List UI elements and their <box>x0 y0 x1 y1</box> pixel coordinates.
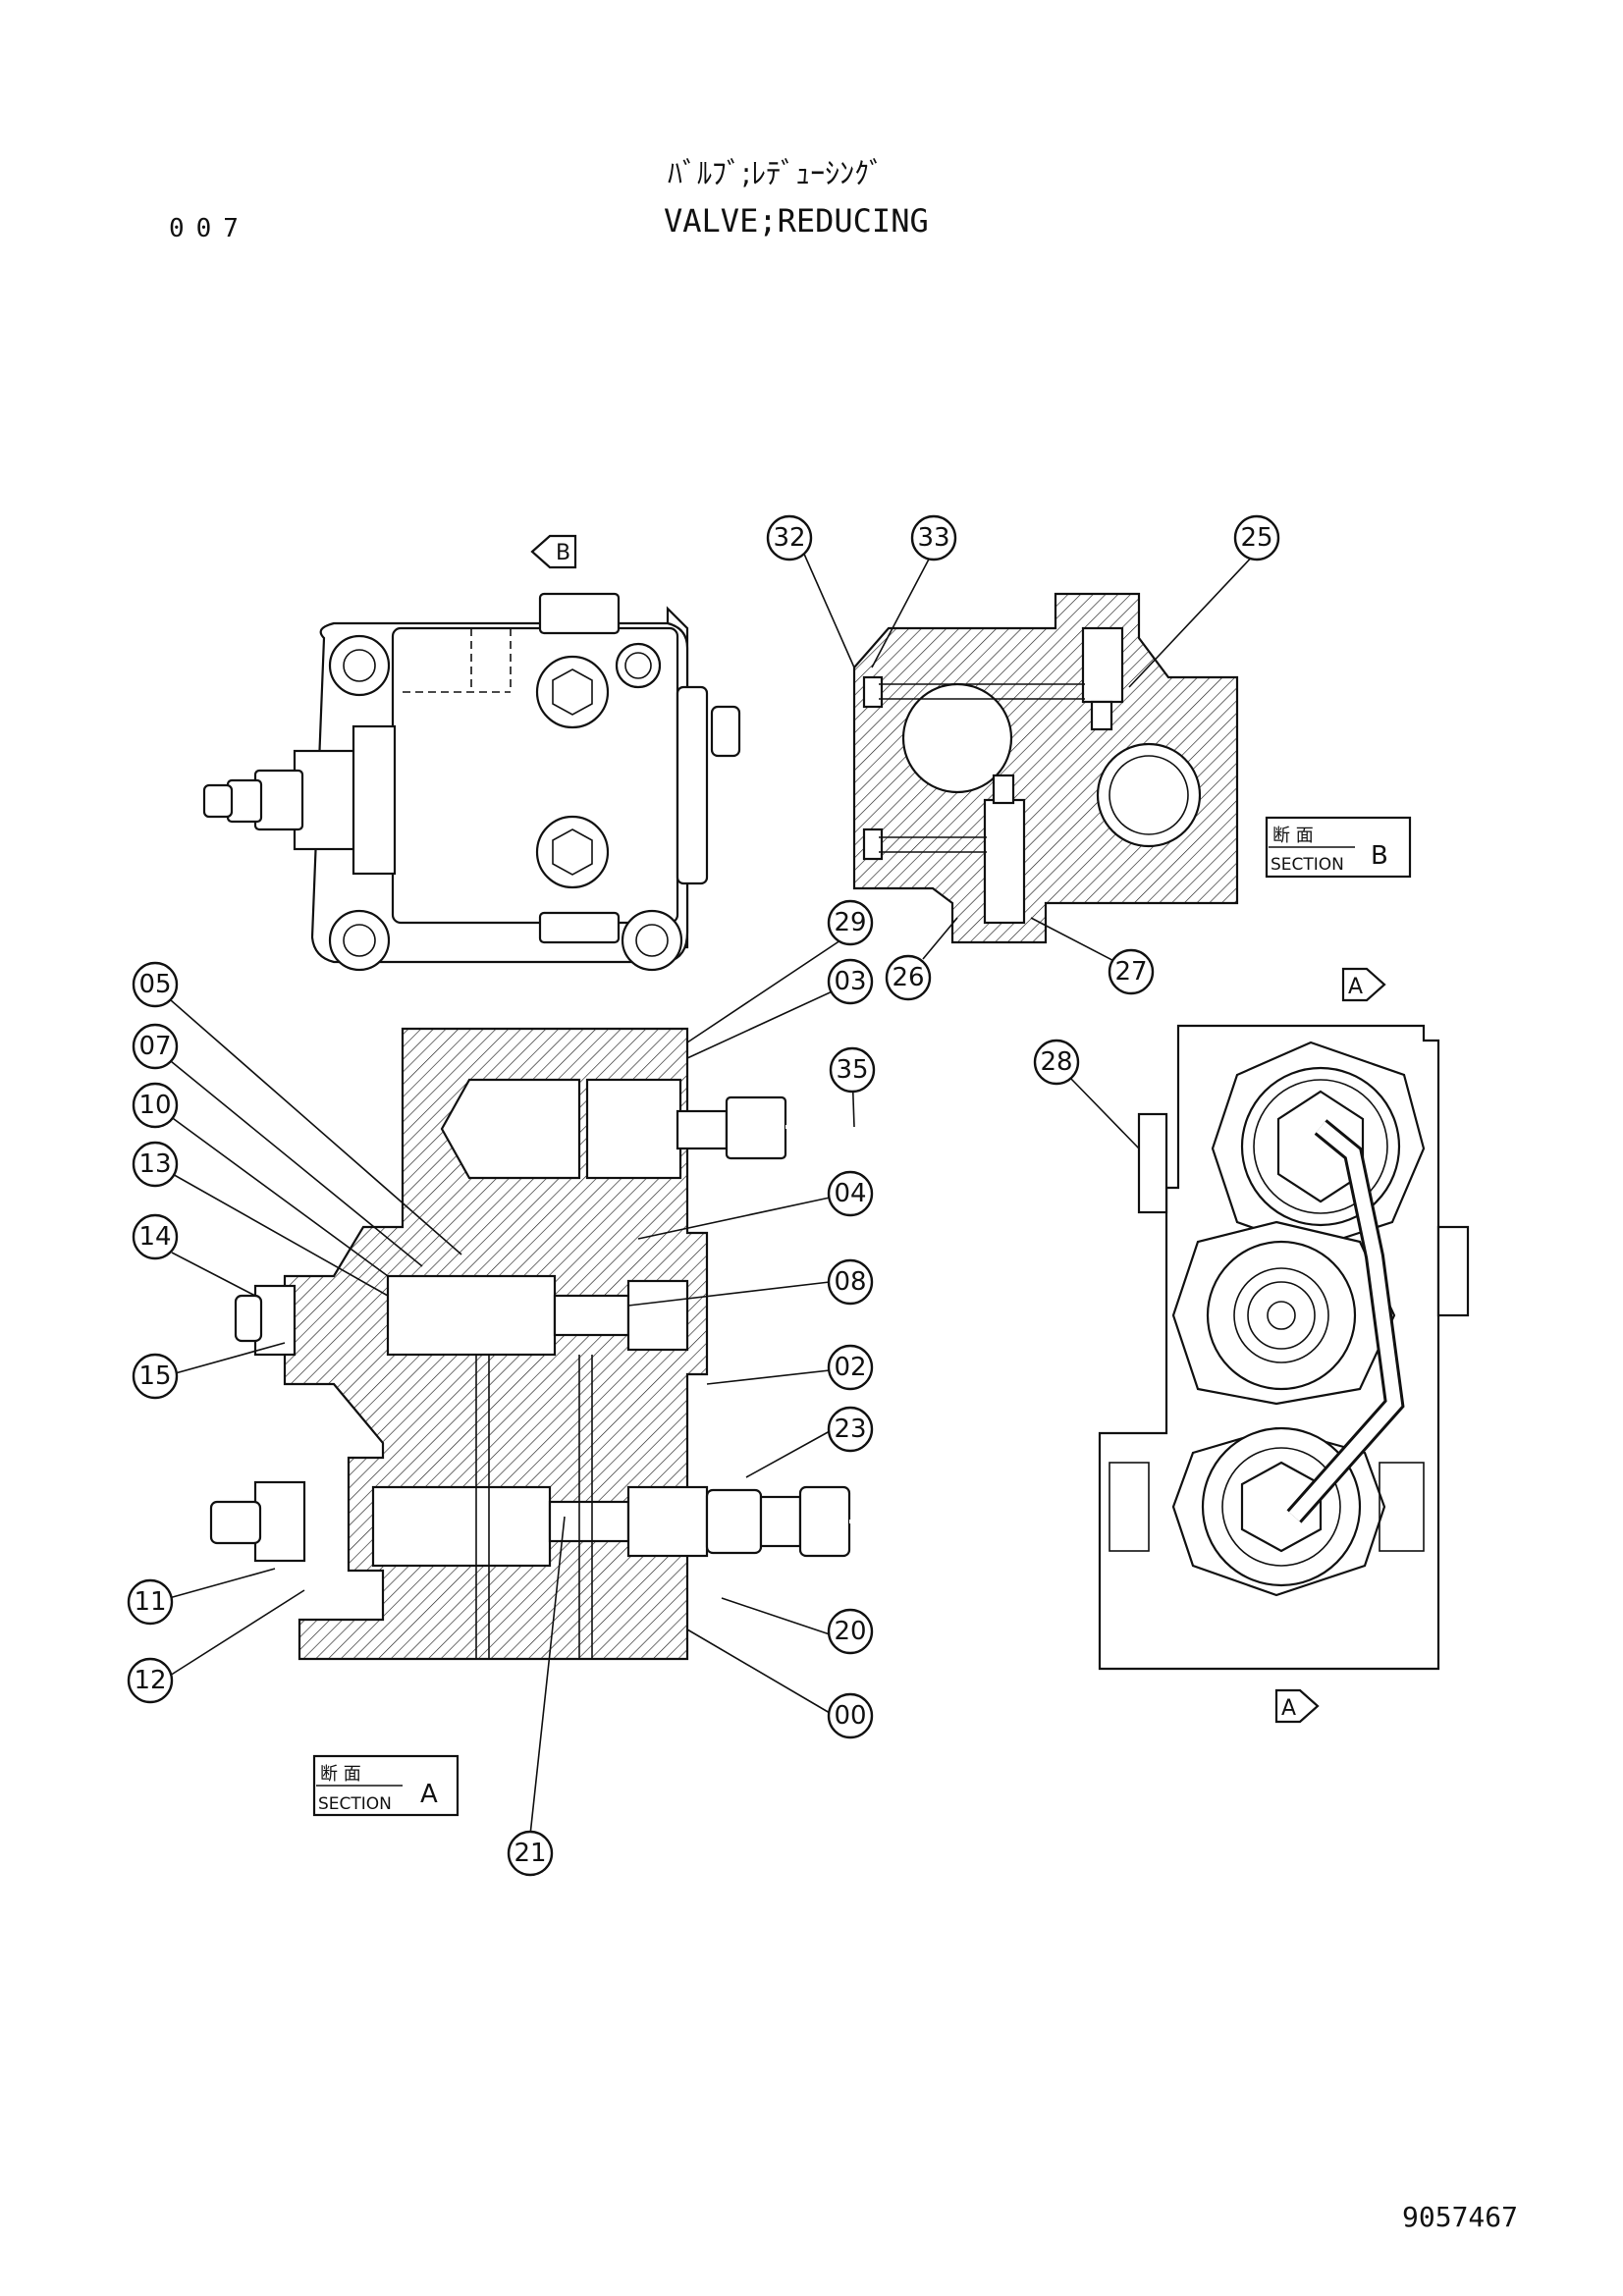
callout-35: 35 <box>829 1046 876 1094</box>
callout-28: 28 <box>1033 1039 1080 1086</box>
callout-05: 05 <box>132 961 179 1008</box>
callout-00: 00 <box>827 1692 874 1739</box>
title-katakana: ﾊﾞﾙﾌﾞ;ﾚﾃﾞｭｰｼﾝｸﾞ <box>668 157 885 191</box>
callout-14: 14 <box>132 1213 179 1260</box>
svg-text:10: 10 <box>138 1091 171 1120</box>
svg-text:00: 00 <box>834 1701 866 1731</box>
callout-03: 03 <box>827 958 874 1005</box>
svg-text:13: 13 <box>138 1149 171 1179</box>
svg-text:05: 05 <box>138 970 171 999</box>
svg-text:04: 04 <box>834 1179 866 1208</box>
svg-text:SECTION: SECTION <box>1271 855 1344 875</box>
svg-text:03: 03 <box>834 967 866 996</box>
view-a-arrow-bottom: A <box>1274 1688 1320 1724</box>
svg-text:02: 02 <box>834 1353 866 1382</box>
svg-text:12: 12 <box>134 1666 166 1695</box>
svg-text:35: 35 <box>836 1055 868 1085</box>
svg-text:15: 15 <box>138 1362 171 1391</box>
view-b-label: B <box>556 541 570 565</box>
svg-text:SECTION: SECTION <box>318 1794 392 1814</box>
svg-text:26: 26 <box>892 963 924 992</box>
side-view <box>1098 1024 1470 1671</box>
callout-15: 15 <box>132 1353 179 1400</box>
callout-29: 29 <box>827 899 874 946</box>
callout-20: 20 <box>827 1608 874 1655</box>
svg-text:33: 33 <box>917 523 949 553</box>
section-b-label: 断 面 SECTION B <box>1265 816 1412 879</box>
callout-08: 08 <box>827 1258 874 1306</box>
callout-23: 23 <box>827 1406 874 1453</box>
svg-text:20: 20 <box>834 1617 866 1646</box>
title-english: VALVE;REDUCING <box>664 202 929 240</box>
callout-13: 13 <box>132 1141 179 1188</box>
section-b-view <box>852 592 1239 944</box>
svg-text:A: A <box>1281 1696 1296 1721</box>
svg-text:14: 14 <box>138 1222 171 1252</box>
section-a-label: 断 面 SECTION A <box>312 1754 460 1817</box>
document-number: 9057467 <box>1402 2201 1519 2233</box>
svg-text:29: 29 <box>834 908 866 937</box>
svg-text:断 面: 断 面 <box>320 1764 361 1785</box>
svg-text:23: 23 <box>834 1415 866 1444</box>
svg-text:08: 08 <box>834 1267 866 1297</box>
callout-07: 07 <box>132 1023 179 1070</box>
page-number: 007 <box>169 214 250 243</box>
callout-26: 26 <box>885 954 932 1001</box>
callout-27: 27 <box>1108 948 1155 995</box>
callout-33: 33 <box>910 514 957 561</box>
svg-text:32: 32 <box>773 523 805 553</box>
view-b-arrow: B <box>530 534 577 569</box>
section-a-view <box>209 1027 930 1661</box>
callout-11: 11 <box>127 1578 174 1626</box>
leader-lines <box>154 551 1258 1854</box>
svg-text:21: 21 <box>514 1839 546 1868</box>
svg-text:25: 25 <box>1240 523 1272 553</box>
view-a-arrow-top: A <box>1341 967 1386 1002</box>
callout-10: 10 <box>132 1082 179 1129</box>
svg-text:07: 07 <box>138 1032 171 1061</box>
svg-text:B: B <box>1371 841 1388 871</box>
callout-04: 04 <box>827 1170 874 1217</box>
svg-text:A: A <box>420 1780 438 1809</box>
callout-25: 25 <box>1233 514 1280 561</box>
svg-text:A: A <box>1348 975 1363 999</box>
callout-02: 02 <box>827 1344 874 1391</box>
callout-32: 32 <box>766 514 813 561</box>
callout-12: 12 <box>127 1657 174 1704</box>
svg-text:11: 11 <box>134 1587 166 1617</box>
callout-21: 21 <box>507 1830 554 1877</box>
svg-text:28: 28 <box>1040 1047 1072 1077</box>
svg-text:断 面: 断 面 <box>1272 826 1314 846</box>
svg-text:27: 27 <box>1114 957 1147 987</box>
top-plan-view <box>202 592 741 972</box>
